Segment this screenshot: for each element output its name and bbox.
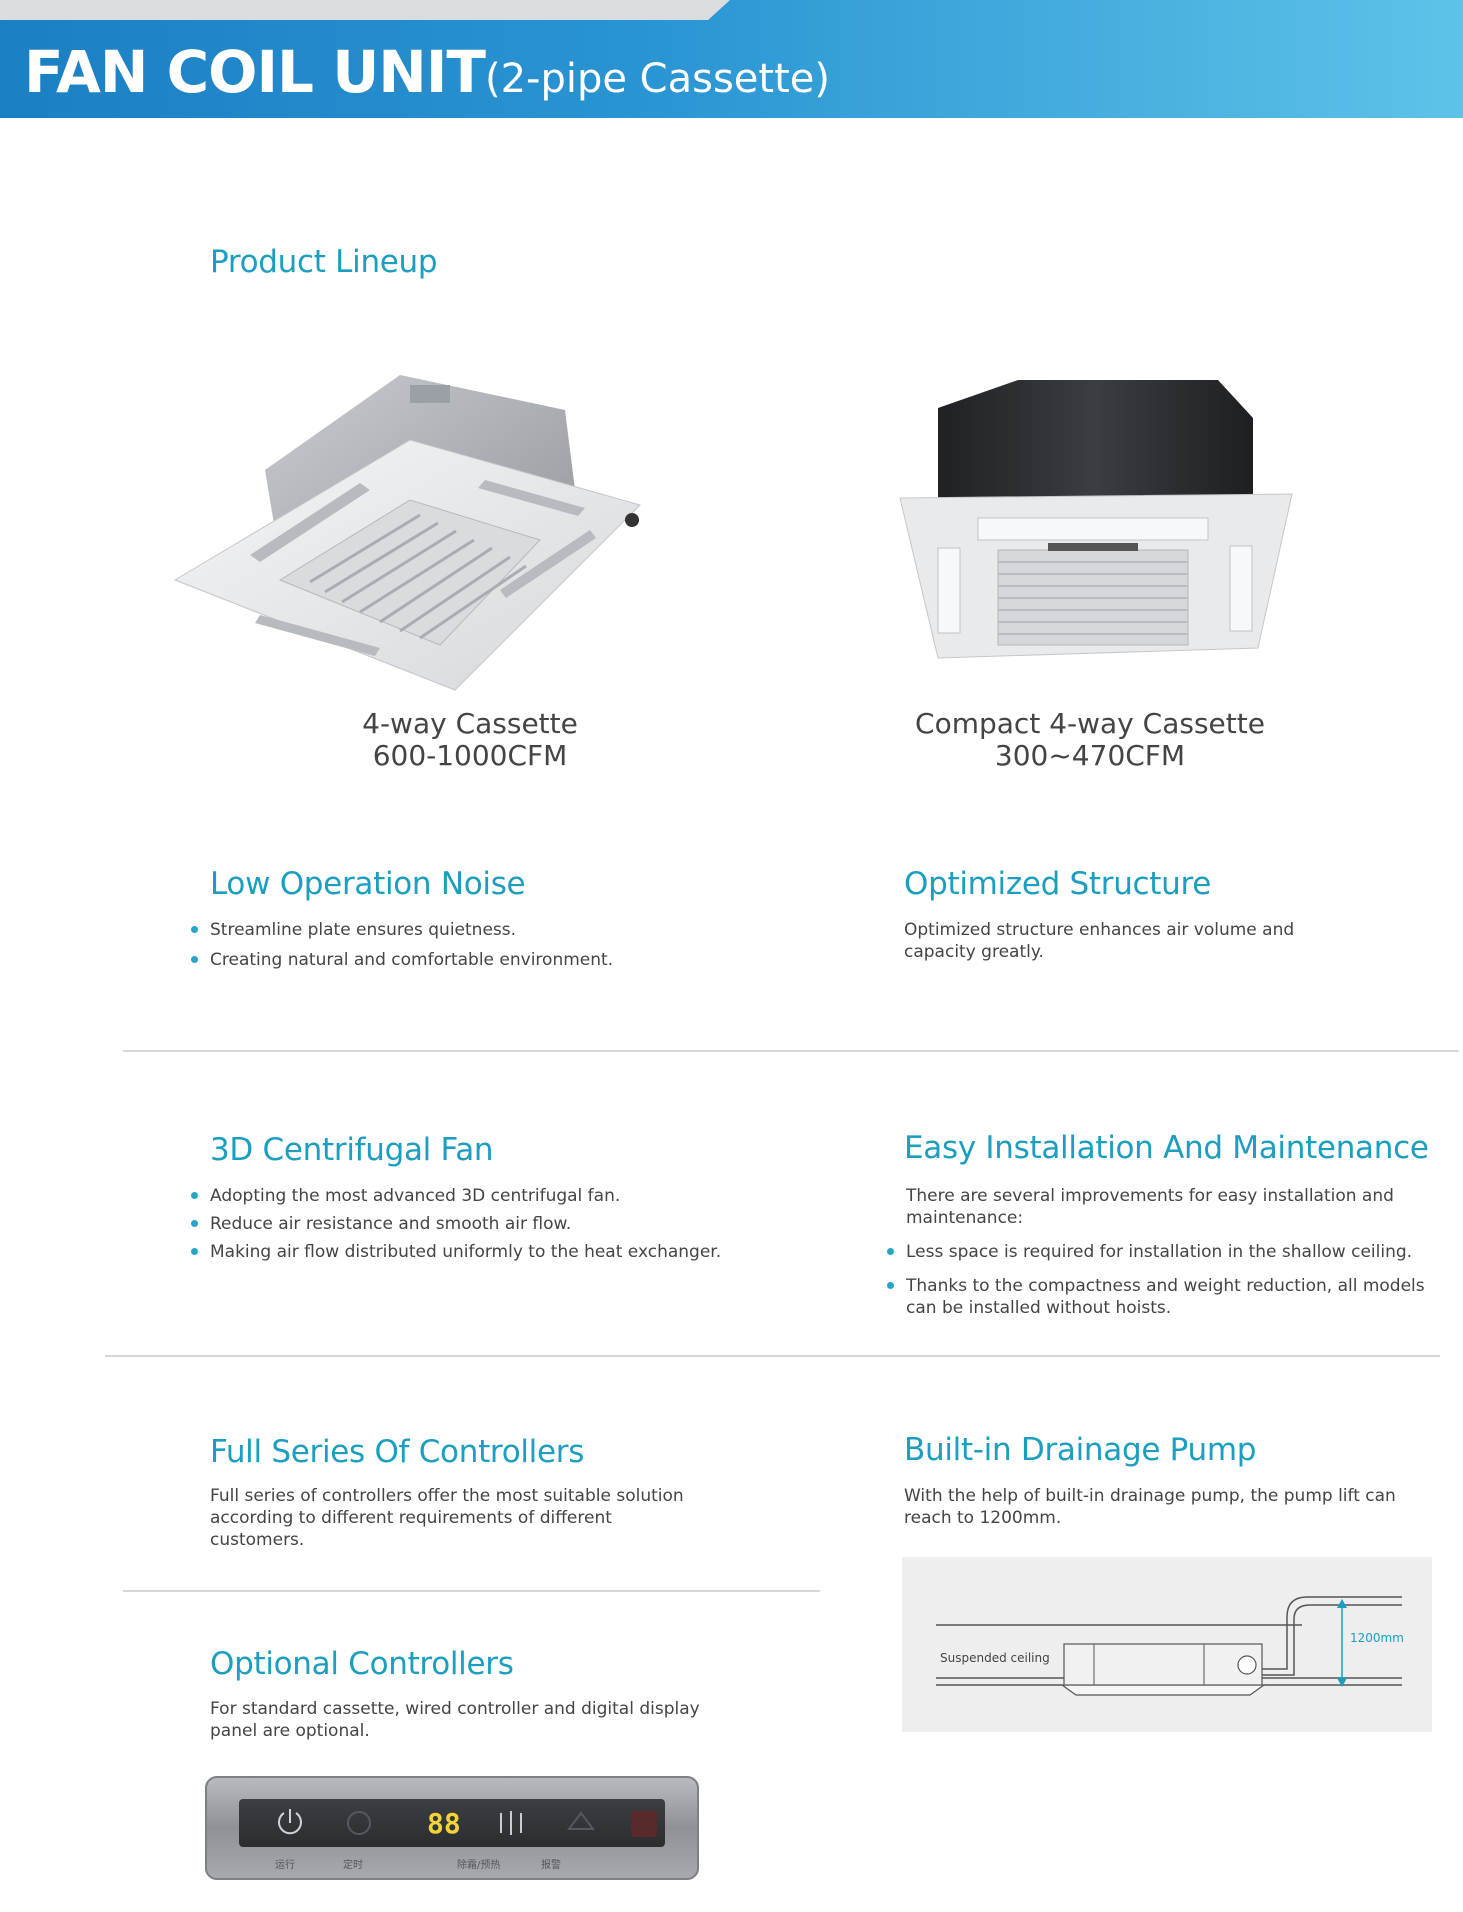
bullet-icon [191,1220,198,1227]
timer-icon [347,1811,371,1835]
page-title: FAN COIL UNIT(2-pipe Cassette) [24,38,830,106]
bullet-icon [191,1248,198,1255]
install-intro: There are several improvements for easy … [906,1186,1394,1228]
list-item-text: Less space is required for installation … [906,1242,1413,1262]
list-item: Streamline plate ensures quietness. [191,919,660,941]
divider [105,1355,1440,1357]
list-item: Creating natural and comfortable environ… [191,949,660,971]
list-item: Thanks to the compactness and weight red… [887,1275,1426,1319]
title-main: FAN COIL UNIT [24,38,486,106]
bullet-icon [887,1248,894,1255]
panel-icons [278,1809,657,1837]
four-way-cassette-image [173,375,641,691]
title-sub: (2-pipe Cassette) [484,56,830,102]
list-item-text: Thanks to the compactness and weight red… [906,1276,1425,1318]
pump-heading: Built-in Drainage Pump [904,1432,1257,1468]
fan-list: Adopting the most advanced 3D centrifuga… [191,1185,770,1269]
list-item: Less space is required for installation … [887,1241,1426,1263]
power-icon [278,1809,302,1835]
controllers-heading: Full Series Of Controllers [210,1434,585,1470]
install-list: Less space is required for installation … [887,1241,1426,1327]
bullet-icon [191,956,198,963]
lift-label: 1200mm [1350,1631,1404,1645]
list-item: Making air flow distributed uniformly to… [191,1241,770,1263]
product-2-capacity: 300~470CFM [994,739,1186,772]
product-1-caption: 4-way Cassette 600-1000CFM [270,708,670,772]
digital-display-panel: 88 运行 定时 除霜/预热 报警 [205,1776,699,1880]
optional-heading: Optional Controllers [210,1646,514,1682]
lineup-heading: Product Lineup [210,244,438,280]
ceiling-label: Suspended ceiling [940,1651,1050,1665]
alarm-icon [631,1811,657,1837]
list-item-text: Streamline plate ensures quietness. [210,920,517,940]
pump-text: With the help of built-in drainage pump,… [904,1486,1396,1528]
optional-text: For standard cassette, wired controller … [210,1699,700,1741]
product-1-name: 4-way Cassette [362,707,578,740]
product-1-capacity: 600-1000CFM [372,739,568,772]
bullet-icon [887,1282,894,1289]
list-item-text: Creating natural and comfortable environ… [210,950,614,970]
drainage-diagram-drawing [936,1596,1402,1696]
drainage-diagram: Suspended ceiling 1200mm [902,1557,1432,1732]
product-2-name: Compact 4-way Cassette [915,707,1265,740]
bullet-icon [191,1192,198,1199]
header-tab [0,0,730,20]
snowflake-icon [500,1811,522,1835]
fan-heading: 3D Centrifugal Fan [210,1132,494,1168]
defrost-icon [567,1811,595,1830]
list-item-text: Reduce air resistance and smooth air flo… [210,1214,572,1234]
product-2-caption: Compact 4-way Cassette 300~470CFM [890,708,1290,772]
bullet-icon [191,926,198,933]
panel-label-run: 运行 [275,1860,295,1871]
divider [123,1590,820,1592]
compact-cassette-image [899,380,1293,659]
optimized-text: Optimized structure enhances air volume … [904,920,1295,962]
low-noise-list: Streamline plate ensures quietness. Crea… [191,919,660,979]
panel-label-defrost: 除霜/预热 [457,1860,501,1871]
panel-digits: 88 [427,1807,461,1840]
divider [123,1050,1459,1052]
list-item: Reduce air resistance and smooth air flo… [191,1213,770,1235]
list-item-text: Making air flow distributed uniformly to… [210,1242,722,1262]
low-noise-heading: Low Operation Noise [210,866,526,902]
optimized-heading: Optimized Structure [904,866,1212,902]
controllers-text: Full series of controllers offer the mos… [210,1486,684,1550]
panel-label-timer: 定时 [343,1860,363,1871]
list-item: Adopting the most advanced 3D centrifuga… [191,1185,770,1207]
panel-label-alarm: 报警 [541,1860,561,1871]
list-item-text: Adopting the most advanced 3D centrifuga… [210,1186,621,1206]
install-heading: Easy Installation And Maintenance [904,1130,1429,1166]
panel-screen: 88 [239,1799,665,1847]
